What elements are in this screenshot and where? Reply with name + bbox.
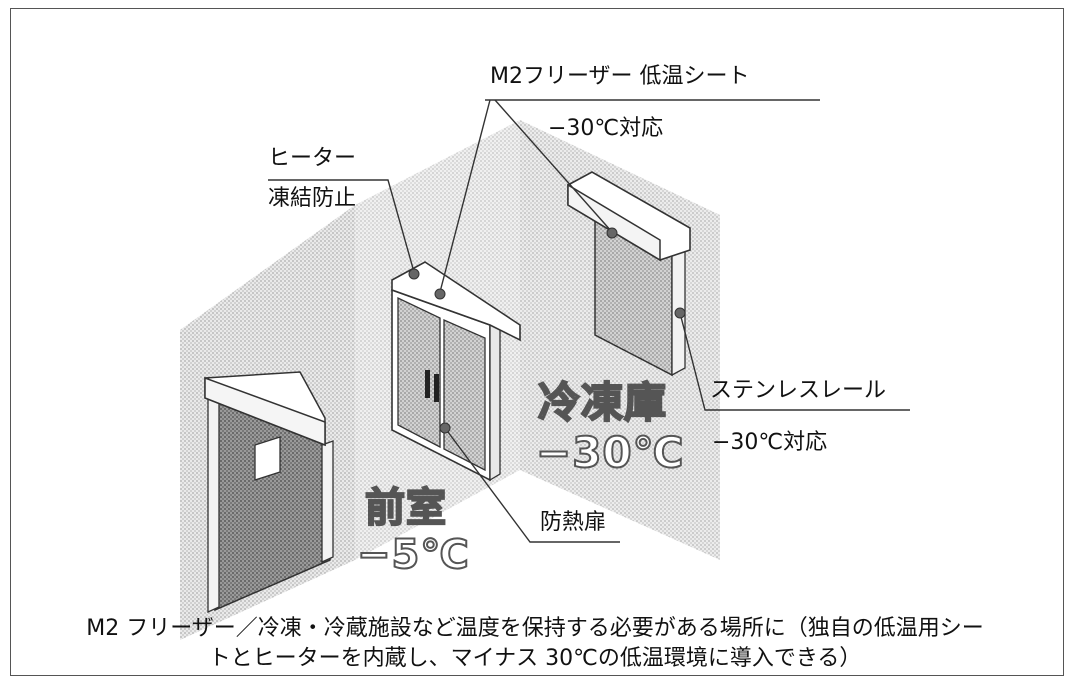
anteroom-name: 前室: [364, 485, 447, 531]
freezer-shutter: [567, 171, 691, 377]
insulated-door: [391, 261, 521, 482]
freezer-room-temp: −30℃: [535, 428, 685, 477]
caption-line-1: M2 フリーザー／冷凍・冷蔵施設など温度を保持する必要がある場所に（独自の低温用…: [86, 616, 984, 641]
rail-label: ステンレスレール: [710, 378, 887, 403]
leader-lines: [268, 99, 910, 543]
anteroom-shutter: [204, 371, 334, 614]
callout-dots: [408, 227, 686, 434]
heater-sublabel: 凍結防止: [268, 186, 357, 211]
sheet-label: M2フリーザー 低温シート: [490, 64, 750, 89]
rail-sublabel: −30℃対応: [712, 430, 828, 455]
figure-frame: [10, 8, 1064, 676]
caption-line-2: トとヒーターを内蔵し、マイナス 30℃の低温環境に導入できる）: [208, 646, 862, 671]
door-label: 防熱扉: [540, 510, 607, 535]
sheet-sublabel: −30℃対応: [548, 116, 664, 141]
freezer-room-name: 冷凍庫: [537, 378, 668, 427]
anteroom-temp: −5℃: [356, 532, 470, 578]
heater-label: ヒーター: [268, 146, 357, 171]
